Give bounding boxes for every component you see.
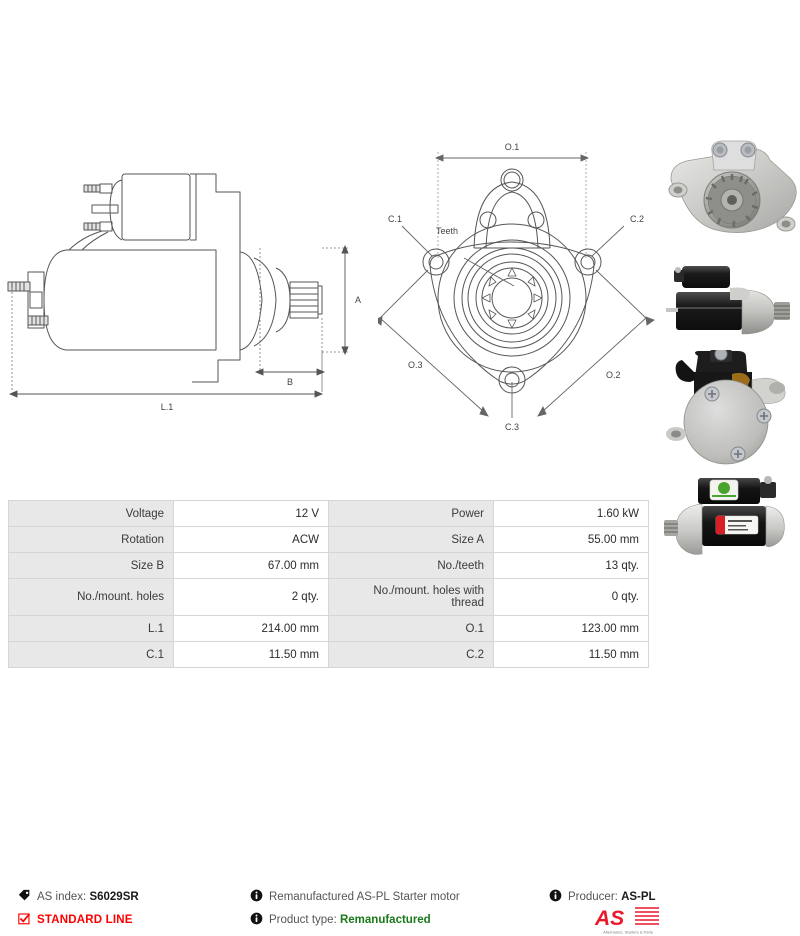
spec-key: Rotation [8,526,174,553]
producer-label: Producer: [568,891,618,903]
spec-key: Size A [328,526,494,553]
dim-label-l1: L.1 [161,402,174,412]
product-photo-rear[interactable] [664,350,800,468]
product-type-line: Product type: Remanufactured [250,910,431,930]
dim-label-o1: O.1 [505,142,520,152]
spec-key: L.1 [8,615,174,642]
checkbox-checked-icon [18,912,31,925]
spec-value: ACW [173,526,329,553]
spec-key: No./mount. holes [8,578,174,616]
table-row: L.1 214.00 mm O.1 123.00 mm [8,615,649,642]
dim-label-b: B [287,377,293,387]
spec-value: 1.60 kW [493,500,649,527]
as-logo-tagline: Alternators, Starters & Parts [603,930,653,935]
info-icon [250,912,263,925]
spec-value: 13 qty. [493,552,649,579]
spec-key: O.1 [328,615,494,642]
technical-drawings-area: A B L.1 [0,0,800,555]
spec-key: No./mount. holes with thread [328,578,494,616]
spec-key: C.2 [328,641,494,668]
product-photo-side[interactable] [664,262,800,344]
dim-label-c2: C.2 [630,214,644,224]
info-icon [250,889,263,902]
spec-value: 12 V [173,500,329,527]
product-description-text: Remanufactured AS-PL Starter motor [269,891,460,903]
dim-label-o2: O.2 [606,370,621,380]
as-index-label: AS index: [37,891,87,903]
as-index-value: S6029SR [89,891,139,903]
as-pl-logo: AS Alternators, Starters & Parts [589,904,667,936]
standard-line-badge: STANDARD LINE [18,910,133,930]
specifications-table: Voltage 12 V Power 1.60 kW Rotation ACW … [8,500,649,668]
product-info-bar: AS index: S6029SR STANDARD LINE Remanufa… [0,440,800,935]
product-photo-column [664,140,800,640]
spec-value: 0 qty. [493,578,649,616]
spec-key: Voltage [8,500,174,527]
table-row: Voltage 12 V Power 1.60 kW [8,500,649,527]
dim-label-c1: C.1 [388,214,402,224]
side-view-drawing: A B L.1 [4,140,372,432]
table-row: C.1 11.50 mm C.2 11.50 mm [8,641,649,668]
spec-value: 11.50 mm [173,641,329,668]
table-row: Rotation ACW Size A 55.00 mm [8,526,649,553]
table-row: Size B 67.00 mm No./teeth 13 qty. [8,552,649,579]
dim-label-c3: C.3 [505,422,519,432]
teeth-label: Teeth [436,226,458,236]
dim-label-a: A [355,295,361,305]
table-row: No./mount. holes 2 qty. No./mount. holes… [8,578,649,616]
product-photo-labelled[interactable] [664,472,800,572]
spec-value: 214.00 mm [173,615,329,642]
tag-icon [18,889,31,902]
product-photo-front[interactable] [664,140,800,258]
product-description-line: Remanufactured AS-PL Starter motor [250,887,460,907]
standard-line-text: STANDARD LINE [37,914,133,926]
spec-key: No./teeth [328,552,494,579]
spec-key: C.1 [8,641,174,668]
spec-value: 2 qty. [173,578,329,616]
front-view-drawing: O.1 C.1 C.2 C.3 O.3 O.2 Teeth [378,130,662,442]
as-logo-mark: AS [594,907,624,930]
spec-value: 67.00 mm [173,552,329,579]
specifications-table-body: Voltage 12 V Power 1.60 kW Rotation ACW … [8,500,649,668]
spec-value: 11.50 mm [493,641,649,668]
as-index-line: AS index: S6029SR [18,887,139,907]
spec-value: 55.00 mm [493,526,649,553]
dim-label-o3: O.3 [408,360,423,370]
spec-key: Size B [8,552,174,579]
product-type-value: Remanufactured [339,914,431,926]
spec-key: Power [328,500,494,527]
spec-value: 123.00 mm [493,615,649,642]
info-icon [549,889,562,902]
product-type-label: Product type: [269,914,337,926]
producer-value: AS-PL [621,891,656,903]
